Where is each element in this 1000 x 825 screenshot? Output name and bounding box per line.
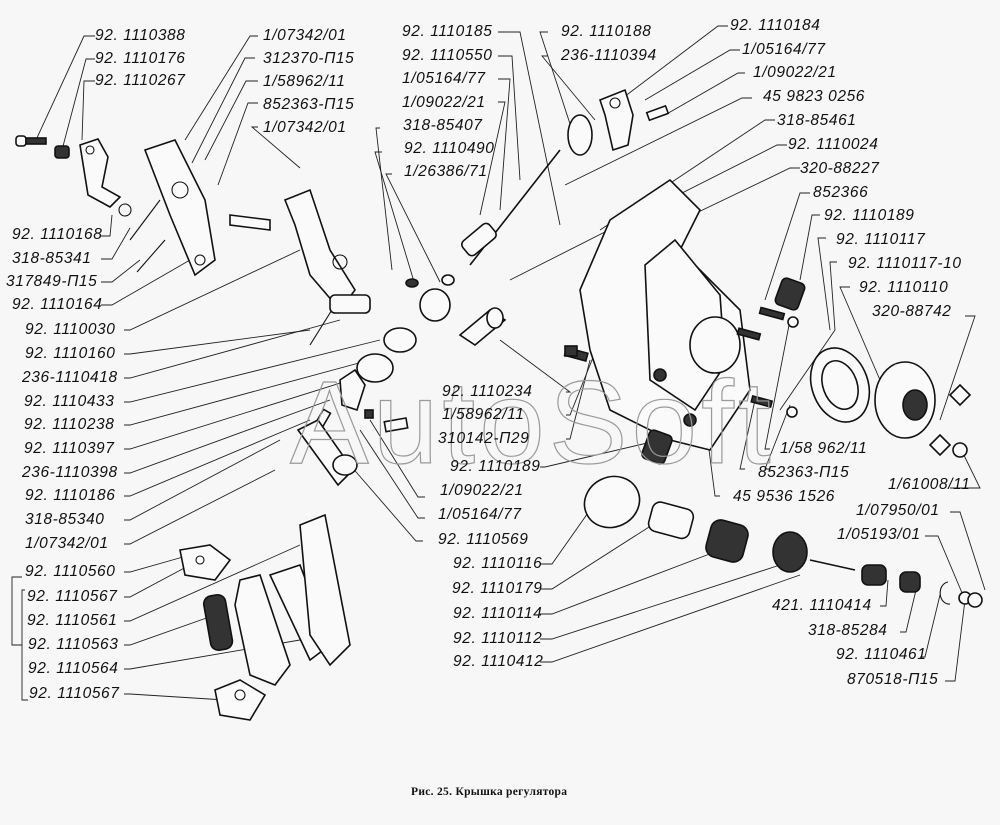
callout-label: 92. 1110160 <box>25 345 116 362</box>
callout-label: 92. 1110185 <box>402 23 493 40</box>
callout-label: 92. 1110110 <box>859 279 949 296</box>
callout-label: 92. 1110189 <box>450 458 541 475</box>
callout-label: 1/07950/01 <box>856 502 940 519</box>
callout-label: 92. 1110186 <box>25 487 116 504</box>
figure-caption: Рис. 25. Крышка регулятора <box>411 786 568 798</box>
callout-label: 92. 1110388 <box>95 27 186 44</box>
part-spring-plug-center <box>641 429 673 465</box>
leader-lines <box>11 25 986 701</box>
callout-label: 318-85461 <box>777 112 857 129</box>
callout-label: 92. 1110567 <box>29 685 120 702</box>
callout-label: 92. 1110238 <box>24 416 115 433</box>
callout-label: 92. 1110567 <box>27 588 118 605</box>
callout-label: 92. 1110267 <box>95 72 186 89</box>
callout-label: 92. 1110024 <box>788 136 879 153</box>
callout-label: 1/05164/77 <box>438 506 522 523</box>
callout-label: 45 9536 1526 <box>733 488 836 505</box>
callout-label: 92. 1110461 <box>836 646 927 663</box>
part-shaft <box>461 114 593 266</box>
callout-label: 92. 1110189 <box>824 207 915 224</box>
callout-label: 1/07342/01 <box>263 27 347 44</box>
callout-label: 92. 1110164 <box>12 296 103 313</box>
callout-label: 312370-П15 <box>263 50 355 67</box>
callout-label: 1/05164/77 <box>402 70 486 87</box>
callout-label: 1/61008/11 <box>888 476 971 493</box>
callout-label: 92. 1110569 <box>438 531 529 548</box>
callout-label: 1/58 962/11 <box>780 440 868 457</box>
callout-label: 1/58962/11 <box>263 73 346 90</box>
callout-label: 318-85341 <box>12 250 92 267</box>
callout-label: 317849-П15 <box>6 273 98 290</box>
callout-label: 92. 1110114 <box>453 605 543 622</box>
part-plug-right <box>758 277 806 418</box>
part-springs-center <box>356 274 455 383</box>
part-crank <box>458 307 507 346</box>
callout-label: 236-1110398 <box>22 464 118 481</box>
part-bolt-top-left <box>15 135 47 147</box>
callout-label: 421. 1110414 <box>772 597 872 614</box>
callout-label: 318-85340 <box>25 511 105 528</box>
callout-label: 92. 1110117 <box>836 231 926 248</box>
part-gasket-flange <box>809 347 871 423</box>
callout-label: 320-88742 <box>872 303 952 320</box>
callout-label: 92. 1110490 <box>404 140 495 157</box>
callout-label: 1/07342/01 <box>25 535 109 552</box>
callout-label: 1/09022/21 <box>402 94 486 111</box>
callout-label: 1/09022/21 <box>440 482 524 499</box>
callout-label: 1/26386/71 <box>404 163 488 180</box>
part-regulator-cover-housing <box>563 178 774 451</box>
part-bottom-left-plates <box>179 513 351 721</box>
callout-label: 318-85284 <box>808 622 888 639</box>
callout-label: 92. 1110550 <box>402 47 493 64</box>
callout-label: 92. 1110116 <box>453 555 543 572</box>
callout-label: 310142-П29 <box>438 430 530 447</box>
callout-label: 92. 1110412 <box>453 653 544 670</box>
callout-label: 92. 1110234 <box>442 383 533 400</box>
callout-label: 92. 1110117-10 <box>848 255 962 272</box>
callout-label: 92. 1110030 <box>25 321 116 338</box>
callout-label: 1/05193/01 <box>837 526 921 543</box>
callout-label: 45 9823 0256 <box>763 88 866 105</box>
callout-label: 92. 1110188 <box>561 23 652 40</box>
callout-label: 870518-П15 <box>847 671 939 688</box>
callout-label: 92. 1110168 <box>12 226 103 243</box>
callout-label: 92. 1110563 <box>28 636 119 653</box>
callout-label: 236-1110394 <box>561 47 657 64</box>
part-bracket-left <box>143 139 216 277</box>
callout-label: 852366 <box>813 184 869 201</box>
callout-label: 92. 1110184 <box>730 17 821 34</box>
callout-label: 92. 1110561 <box>27 612 118 629</box>
callout-label: 92. 1110112 <box>453 630 543 647</box>
part-center-small-parts <box>296 345 578 487</box>
callout-label: 92. 1110560 <box>25 563 116 580</box>
callout-label: 318-85407 <box>403 117 483 134</box>
part-cover-right <box>874 361 972 458</box>
callout-label: 92. 1110397 <box>24 440 115 457</box>
callout-label: 1/58962/11 <box>442 406 525 423</box>
callout-label: 92. 1110564 <box>28 660 119 677</box>
callout-label: 852363-П15 <box>758 464 850 481</box>
part-lever-center-left <box>229 188 371 314</box>
callout-label: 320-88227 <box>800 160 880 177</box>
callout-label: 1/09022/21 <box>753 64 837 81</box>
callout-label: 852363-П15 <box>263 96 355 113</box>
callout-label: 92. 1110176 <box>95 50 186 67</box>
part-spring-small <box>54 145 70 159</box>
callout-label: 92. 1110179 <box>452 580 543 597</box>
part-lever-top-right <box>599 88 670 152</box>
part-lever-top-left <box>79 138 132 217</box>
callout-label: 236-1110418 <box>22 369 118 386</box>
callout-label: 92. 1110433 <box>24 393 115 410</box>
part-bottom-spring-assembly <box>583 475 983 608</box>
callout-label: 1/05164/77 <box>742 41 826 58</box>
callout-label: 1/07342/01 <box>263 119 347 136</box>
